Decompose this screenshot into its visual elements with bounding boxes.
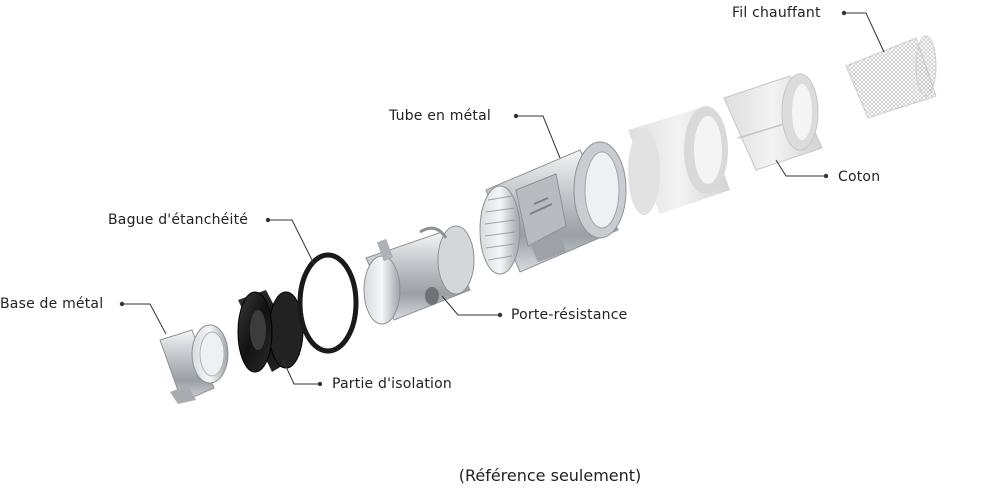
leader-line-bague xyxy=(268,219,315,265)
label-tube-en-metal: Tube en métal xyxy=(389,108,491,124)
coil-holder-part xyxy=(363,225,475,325)
leader-line-base xyxy=(122,303,167,335)
leader-lines xyxy=(122,12,885,385)
label-base-de-metal: Base de métal xyxy=(0,296,104,312)
leader-line-isolation xyxy=(282,359,320,385)
label-fil-chauffant: Fil chauffant xyxy=(732,5,821,21)
label-partie-isolation: Partie d'isolation xyxy=(332,376,452,392)
label-porte-resistance: Porte-résistance xyxy=(511,307,628,323)
label-coton: Coton xyxy=(838,169,881,185)
caption: (Référence seulement) xyxy=(458,466,642,485)
leader-line-tube-en-metal xyxy=(516,115,561,159)
insulator-part xyxy=(237,290,304,373)
label-bague-etancheite: Bague d'étanchéité xyxy=(108,212,249,228)
seal-ring-part xyxy=(297,252,359,354)
leader-line-coton xyxy=(775,159,826,177)
cotton-sleeve-part xyxy=(628,106,730,215)
metal-tube-part xyxy=(479,141,627,275)
metal-base-part xyxy=(159,324,229,404)
leader-dots xyxy=(119,10,847,387)
leader-line-fil-chauffant xyxy=(844,12,885,53)
leader-line-porte-resistance xyxy=(441,295,500,316)
cotton-part xyxy=(723,73,823,171)
heating-wire-part xyxy=(845,35,937,119)
